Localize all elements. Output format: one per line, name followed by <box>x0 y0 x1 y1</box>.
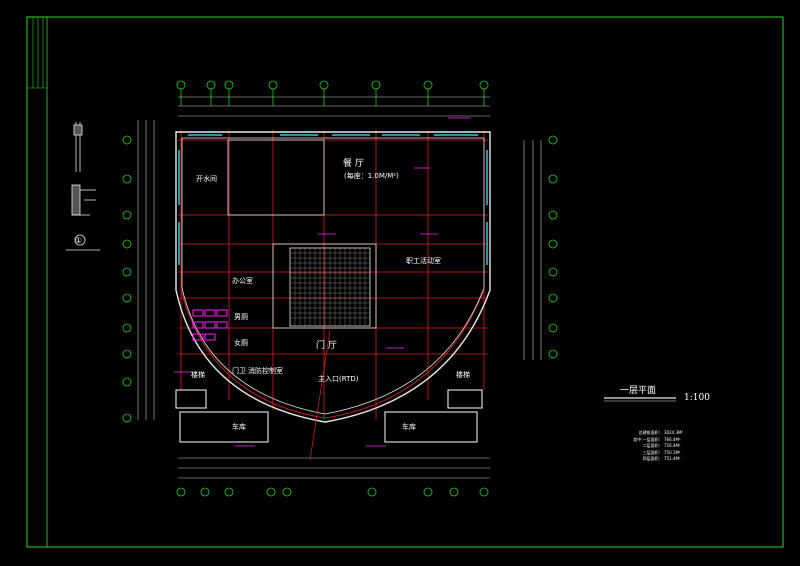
bottom-dimensions <box>178 457 490 479</box>
area-value: 3024.3M² <box>664 430 684 435</box>
area-value: 750.1M² <box>664 449 681 455</box>
room-label-garage-right: 车库 <box>402 423 416 431</box>
top-dimensions <box>178 96 490 117</box>
room-label-staff-lounge: 职工活动室 <box>406 257 441 265</box>
sheet-border-outer <box>26 16 784 548</box>
room-label-stair-right: 楼梯 <box>456 371 470 379</box>
area-row: 总建筑面积: 3024.3M² <box>622 430 683 437</box>
right-axis-bubbles <box>548 135 558 359</box>
area-summary-table: 总建筑面积: 3024.3M² 其中:一层面积: 766.4M² 二层面积: 756.… <box>622 430 683 463</box>
area-row: 三层面积: 750.1M² <box>622 450 683 457</box>
detail-identifier: ① <box>75 236 83 245</box>
room-label-dining: 餐 厅 <box>343 159 364 169</box>
area-row: 四层面积: 751.4M² <box>622 456 683 463</box>
area-key: 三层面积: <box>642 449 660 455</box>
room-label-garage-left: 车库 <box>232 423 246 431</box>
skylight-hatch <box>289 247 371 327</box>
sheet-border-inner <box>46 16 784 548</box>
top-axis-bubbles <box>176 80 489 106</box>
entrance-label: 主入口(RTD) <box>318 375 359 383</box>
room-label-guard: 门卫 <box>232 367 246 375</box>
drawing-scale: 1:100 <box>684 393 710 403</box>
room-label-office: 办公室 <box>232 277 253 285</box>
room-note-dining: (每座：1.0M/M²) <box>344 172 399 180</box>
area-row: 二层面积: 756.4M² <box>622 443 683 450</box>
elevation-marks <box>174 117 470 447</box>
room-label-stair-left: 楼梯 <box>191 371 205 379</box>
bottom-axis-bubbles <box>176 487 489 497</box>
garage-blocks <box>175 389 483 443</box>
room-label-fire-control: 消防控制室 <box>248 367 283 375</box>
area-key: 二层面积: <box>642 443 660 449</box>
drawing-title: 一层平面 <box>620 386 657 396</box>
room-label-door-hall: 门 厅 <box>316 341 337 351</box>
area-key: 四层面积: <box>642 456 660 462</box>
wall-detail-section <box>66 122 100 251</box>
room-label-left-top: 开水间 <box>196 175 217 183</box>
area-key: 其中:一层面积: <box>633 436 660 442</box>
windows <box>178 134 488 265</box>
right-dimensions <box>523 140 542 360</box>
left-dimensions <box>137 120 155 420</box>
entrance-centerline <box>309 329 331 461</box>
area-value: 756.4M² <box>664 443 681 449</box>
area-value: 766.4M² <box>664 436 681 442</box>
room-label-washroom-b: 女厕 <box>234 339 248 347</box>
area-key: 总建筑面积: <box>638 430 660 435</box>
left-axis-bubbles <box>122 135 132 423</box>
toilet-fixtures <box>192 309 228 341</box>
area-row: 其中:一层面积: 766.4M² <box>622 437 683 444</box>
room-label-washroom-a: 男厕 <box>234 313 248 321</box>
title-strip <box>27 17 47 89</box>
area-value: 751.4M² <box>664 456 681 462</box>
